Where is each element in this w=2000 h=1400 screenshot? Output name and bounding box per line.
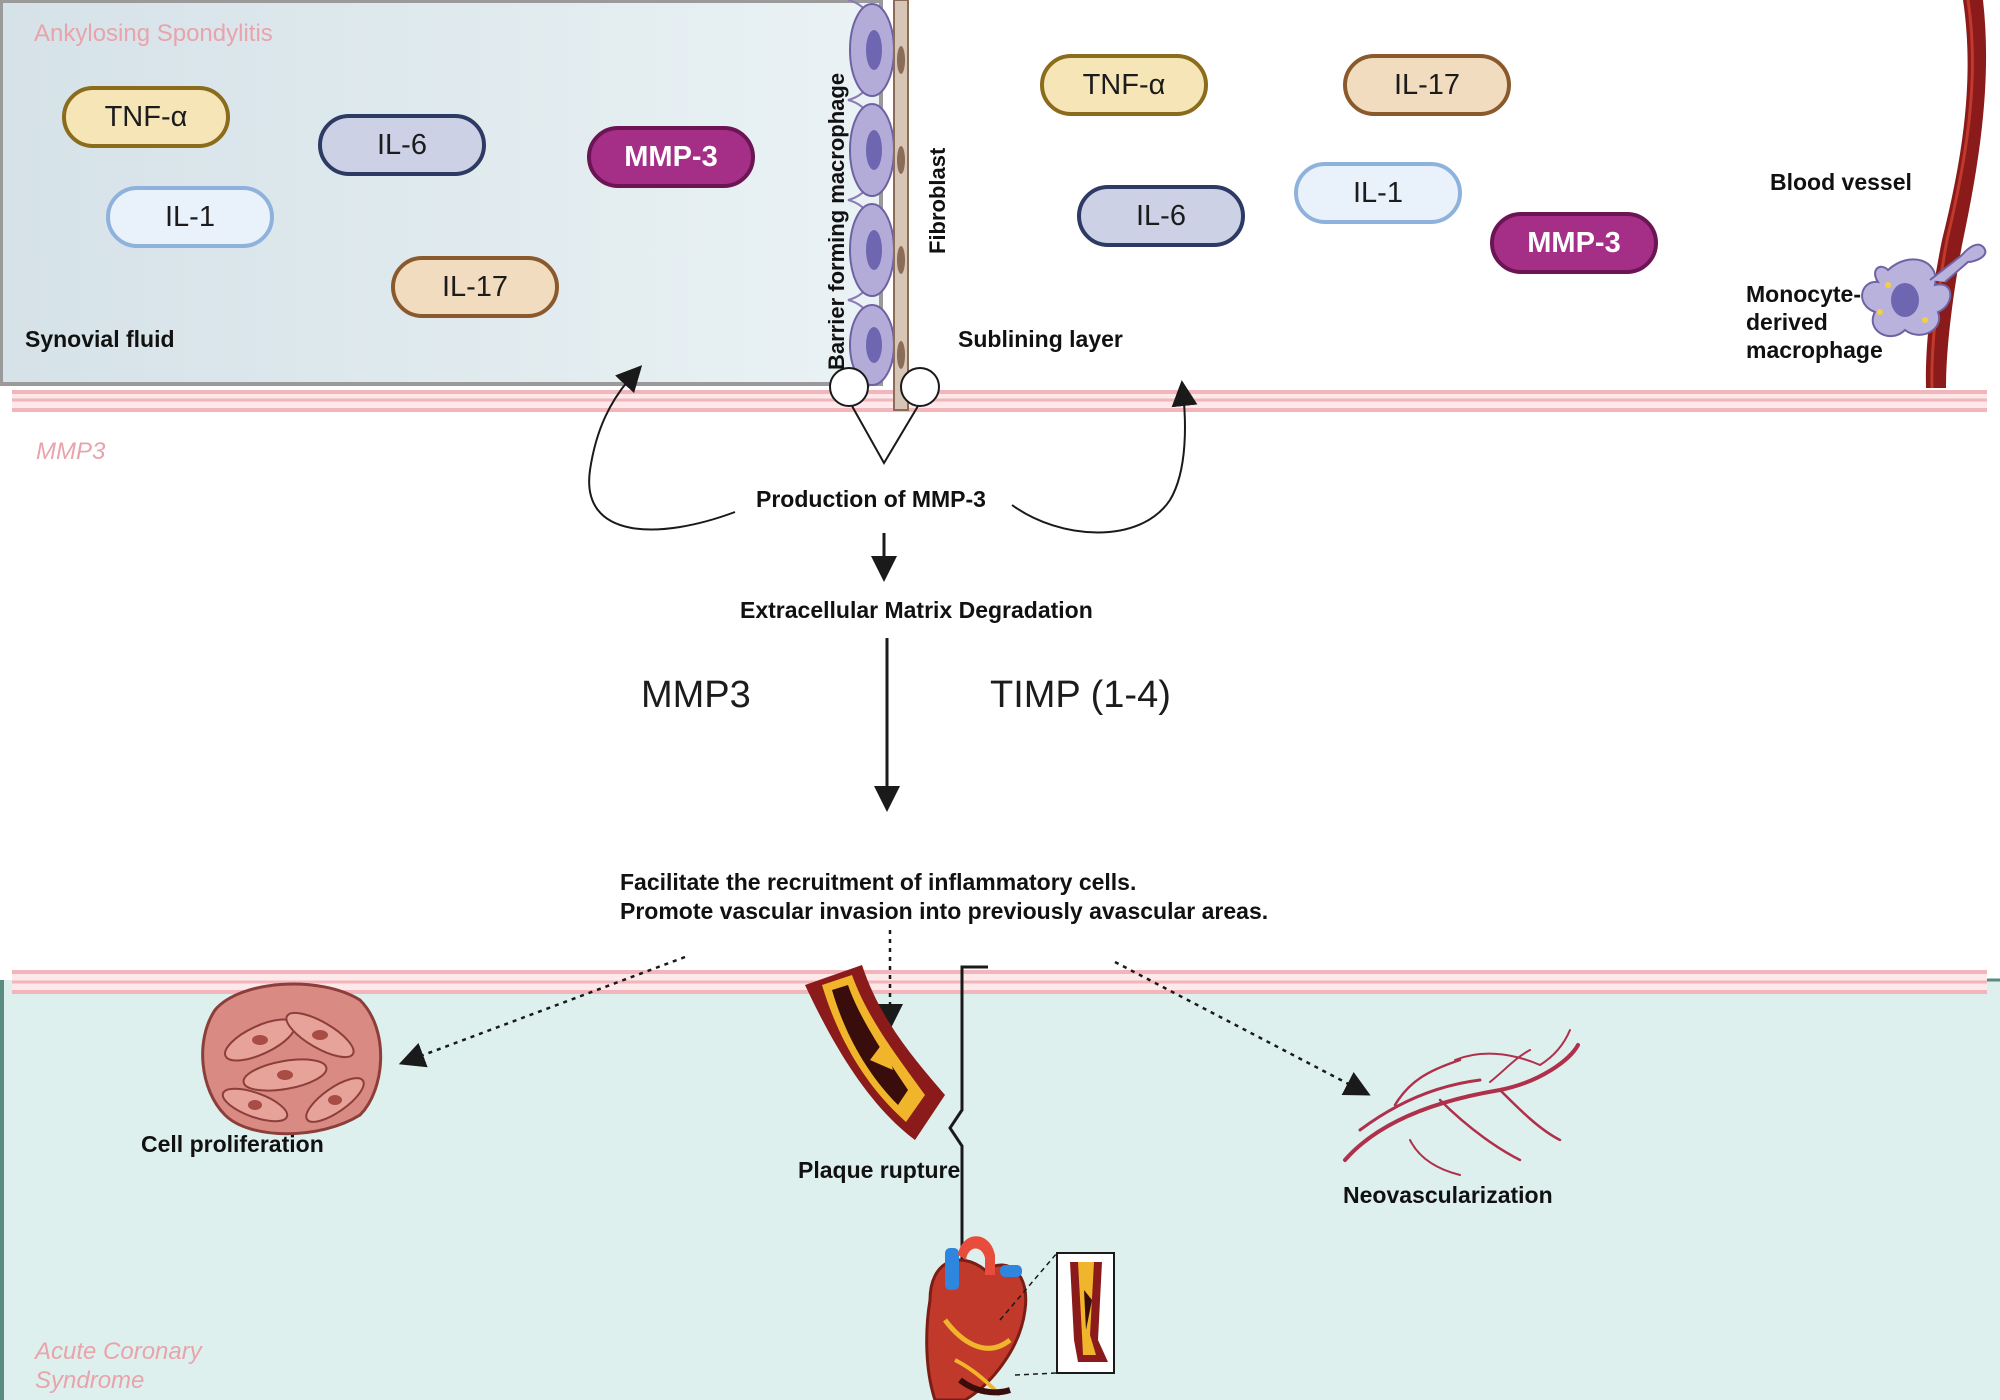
timp-big-label: TIMP (1-4) (990, 674, 1171, 716)
barrier-macrophage-cells (847, 0, 895, 401)
curved-arrow-to-synovial (588, 365, 736, 531)
curved-arrow-to-sublining (1011, 380, 1198, 534)
dotted-arrow-neovascularization (1114, 960, 1371, 1096)
section-label-mmp3: MMP3 (36, 438, 106, 465)
cell-proliferation-label: Cell proliferation (141, 1131, 324, 1157)
dotted-arrow-cell-proliferation (398, 955, 686, 1068)
cytokine-mmp3-right: MMP-3 (1490, 212, 1658, 274)
monocyte-label-line2: derived (1746, 309, 1828, 335)
synovial-fluid-label: Synovial fluid (25, 326, 175, 352)
region-label-acs-line1: Acute Coronary (35, 1338, 202, 1365)
barrier-macrophage-label: Barrier forming macrophage (824, 72, 849, 370)
monocyte-label-line1: Monocyte- (1746, 281, 1861, 307)
cytokine-il6-left: IL-6 (318, 114, 486, 176)
cell-proliferation-graphic (201, 982, 383, 1136)
neovascularization-label: Neovascularization (1343, 1182, 1553, 1208)
plaque-bracket (948, 965, 988, 1275)
effects-line-1: Facilitate the recruitment of inflammato… (620, 869, 1137, 895)
top-membrane (12, 390, 1987, 412)
cytokine-mmp3-left: MMP-3 (587, 126, 755, 188)
mmp3-source-connector (829, 367, 940, 465)
ecm-degradation-label: Extracellular Matrix Degradation (740, 597, 1093, 623)
cytokine-tnf-alpha-left: TNF-α (62, 86, 230, 148)
cytokine-il1-right: IL-1 (1294, 162, 1462, 224)
plaque-inset-graphic (999, 1252, 1115, 1376)
fibroblast-cells (893, 0, 909, 411)
cytokine-il17-left: IL-17 (391, 256, 559, 318)
plaque-rupture-label: Plaque rupture (798, 1157, 961, 1183)
cytokine-il6-right: IL-6 (1077, 185, 1245, 247)
effects-line-2: Promote vascular invasion into previousl… (620, 898, 1269, 924)
fibroblast-label: Fibroblast (925, 147, 950, 254)
cytokine-tnf-alpha-right: TNF-α (1040, 54, 1208, 116)
cytokine-il17-right: IL-17 (1343, 54, 1511, 116)
plaque-rupture-graphic (805, 965, 945, 1140)
monocyte-macrophage-graphic (1861, 243, 1987, 337)
monocyte-label-line3: macrophage (1746, 337, 1883, 363)
region-label-ankylosing: Ankylosing Spondylitis (34, 20, 273, 47)
sublining-layer-label: Sublining layer (958, 326, 1123, 352)
heart-graphic (925, 1236, 1028, 1400)
blood-vessel-label: Blood vessel (1770, 169, 1912, 195)
cytokine-il1-left: IL-1 (106, 186, 274, 248)
neovascularization-graphic (1343, 1029, 1580, 1176)
mmp3-big-label: MMP3 (641, 674, 751, 716)
region-label-acs-line2: Syndrome (35, 1367, 145, 1394)
production-of-mmp3-label: Production of MMP-3 (756, 486, 986, 512)
